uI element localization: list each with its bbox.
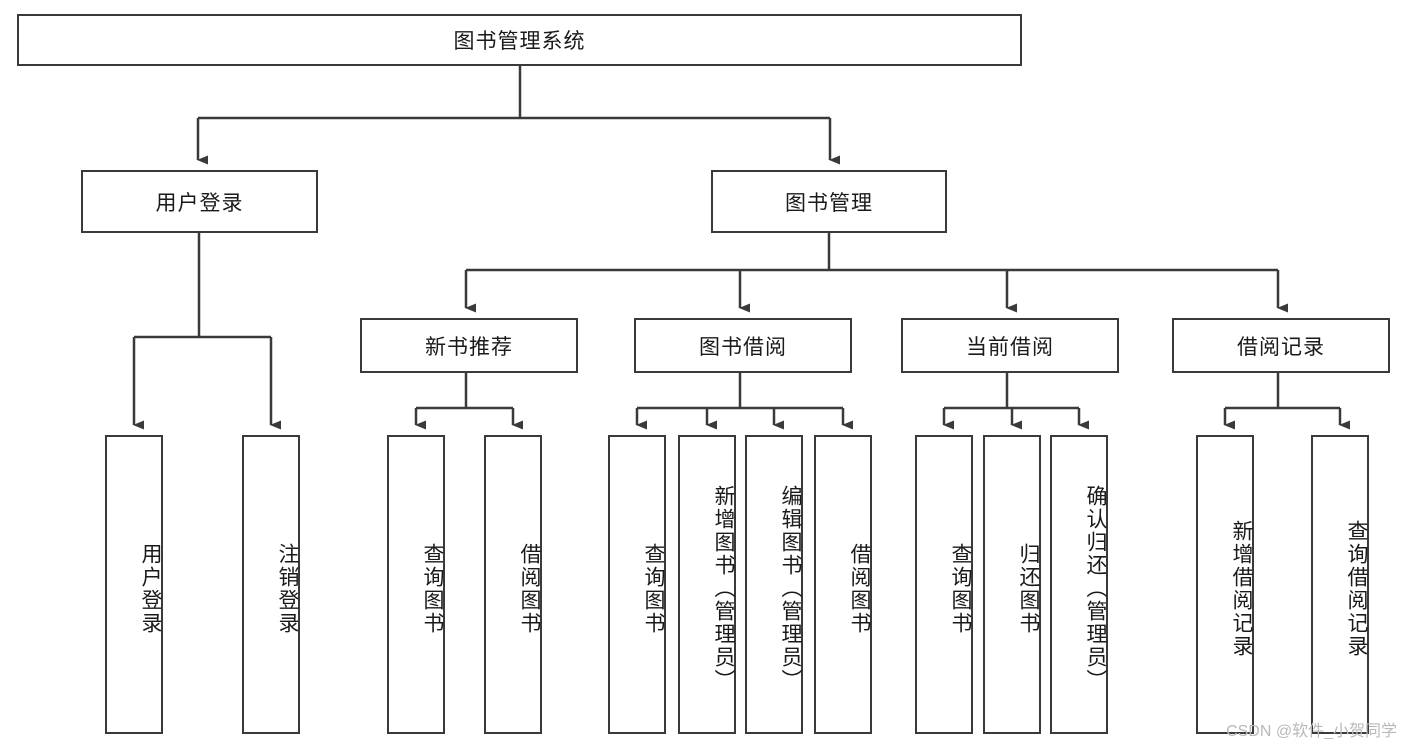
leaf-logout[interactable]: 注销登录 xyxy=(242,435,300,734)
leaf-query-book-current[interactable]: 查询图书 xyxy=(915,435,973,734)
node-book-management-label: 图书管理 xyxy=(785,191,873,215)
node-borrow-record-label: 借阅记录 xyxy=(1237,335,1325,359)
leaf-query-book-borrow-label: 查询图书 xyxy=(642,542,665,635)
leaf-borrow-book-recommend[interactable]: 借阅图书 xyxy=(484,435,542,734)
leaf-add-borrow-record-label: 新增借阅记录 xyxy=(1230,519,1253,658)
leaf-return-book[interactable]: 归还图书 xyxy=(983,435,1041,734)
node-current-borrow[interactable]: 当前借阅 xyxy=(901,318,1119,373)
leaf-borrow-book-recommend-label: 借阅图书 xyxy=(518,542,541,635)
leaf-confirm-return[interactable]: 确认归还（管理员） xyxy=(1050,435,1108,734)
node-book-borrow[interactable]: 图书借阅 xyxy=(634,318,852,373)
leaf-user-login-label: 用户登录 xyxy=(139,542,162,635)
node-new-book-recommend[interactable]: 新书推荐 xyxy=(360,318,578,373)
watermark: CSDN @软件_小贺同学 xyxy=(1226,723,1397,740)
node-book-borrow-label: 图书借阅 xyxy=(699,335,787,359)
leaf-edit-book[interactable]: 编辑图书（管理员） xyxy=(745,435,803,734)
leaf-confirm-return-label: 确认归还（管理员） xyxy=(1084,485,1107,692)
leaf-return-book-label: 归还图书 xyxy=(1017,542,1040,635)
leaf-borrow-book[interactable]: 借阅图书 xyxy=(814,435,872,734)
node-root-label: 图书管理系统 xyxy=(453,30,586,53)
leaf-query-book-recommend-label: 查询图书 xyxy=(421,542,444,635)
leaf-query-borrow-record-label: 查询借阅记录 xyxy=(1345,519,1368,658)
leaf-query-borrow-record[interactable]: 查询借阅记录 xyxy=(1311,435,1369,734)
leaf-query-book-borrow[interactable]: 查询图书 xyxy=(608,435,666,734)
leaf-logout-label: 注销登录 xyxy=(276,542,299,635)
node-user-login[interactable]: 用户登录 xyxy=(81,170,318,233)
leaf-add-book-label: 新增图书（管理员） xyxy=(712,485,735,692)
leaf-user-login[interactable]: 用户登录 xyxy=(105,435,163,734)
node-new-book-recommend-label: 新书推荐 xyxy=(425,335,513,359)
leaf-edit-book-label: 编辑图书（管理员） xyxy=(779,485,802,692)
leaf-query-book-current-label: 查询图书 xyxy=(949,542,972,635)
leaf-add-borrow-record[interactable]: 新增借阅记录 xyxy=(1196,435,1254,734)
leaf-query-book-recommend[interactable]: 查询图书 xyxy=(387,435,445,734)
node-user-login-label: 用户登录 xyxy=(155,191,244,215)
node-root[interactable]: 图书管理系统 xyxy=(17,14,1022,66)
leaf-borrow-book-label: 借阅图书 xyxy=(848,542,871,635)
node-book-management[interactable]: 图书管理 xyxy=(711,170,947,233)
node-borrow-record[interactable]: 借阅记录 xyxy=(1172,318,1390,373)
node-current-borrow-label: 当前借阅 xyxy=(966,335,1054,359)
leaf-add-book[interactable]: 新增图书（管理员） xyxy=(678,435,736,734)
